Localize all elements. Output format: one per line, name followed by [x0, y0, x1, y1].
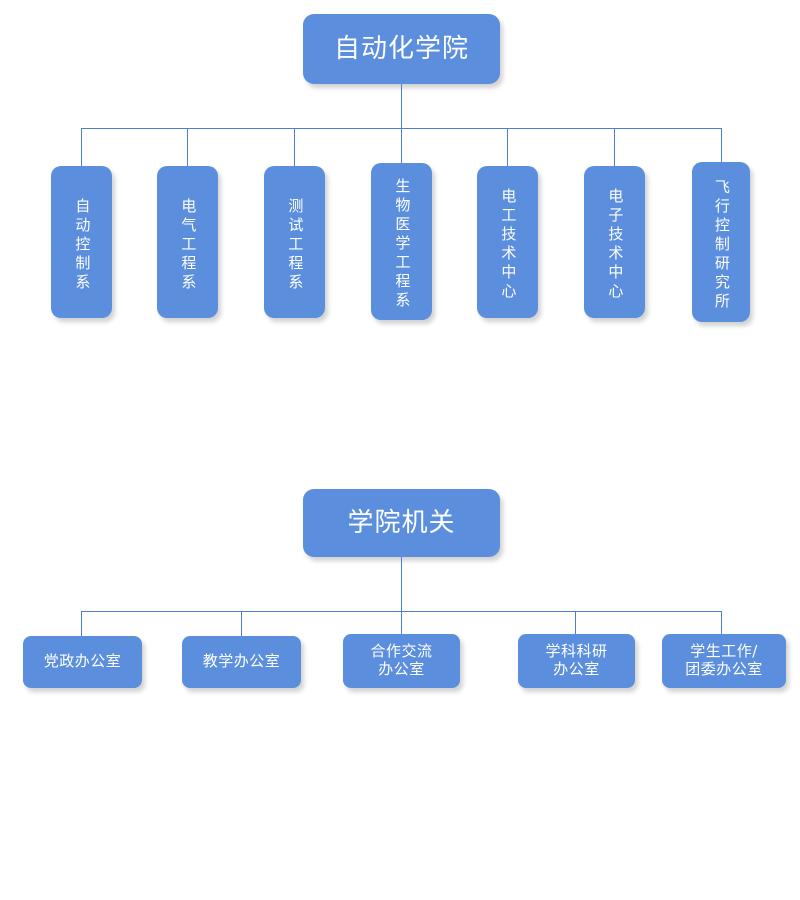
center-node-electrotechnical[interactable]: 电工技术中心: [477, 166, 538, 318]
dept-node-electrical-engineering[interactable]: 电气工程系: [157, 166, 218, 318]
office-node-student-affairs-youth-league[interactable]: 学生工作/ 团委办公室: [662, 634, 786, 688]
connector-drop-academic-2: [187, 128, 188, 166]
connector-drop-academic-4: [401, 128, 402, 163]
office-node-cooperation-exchange[interactable]: 合作交流 办公室: [343, 634, 460, 688]
connector-drop-administrative-4: [575, 611, 576, 634]
root-node-school-of-automation[interactable]: 自动化学院: [303, 14, 500, 84]
dept-node-biomedical-engineering[interactable]: 生物医学工程系: [371, 163, 432, 320]
connector-drop-academic-7: [721, 128, 722, 162]
connector-root-stem-administrative: [401, 557, 402, 612]
connector-drop-administrative-3: [401, 611, 402, 634]
office-node-teaching[interactable]: 教学办公室: [182, 636, 301, 688]
institute-node-flight-control[interactable]: 飞行控制研究所: [692, 162, 750, 322]
connector-drop-academic-5: [507, 128, 508, 166]
connector-drop-academic-3: [294, 128, 295, 166]
connector-drop-administrative-2: [241, 611, 242, 636]
dept-node-automatic-control[interactable]: 自动控制系: [51, 166, 112, 318]
dept-node-measurement-engineering[interactable]: 测试工程系: [264, 166, 325, 318]
connector-root-stem-academic: [401, 84, 402, 129]
connector-drop-academic-1: [81, 128, 82, 166]
connector-drop-administrative-1: [81, 611, 82, 636]
connector-drop-administrative-5: [721, 611, 722, 634]
center-node-electronics[interactable]: 电子技术中心: [584, 166, 645, 318]
connector-drop-academic-6: [614, 128, 615, 166]
office-node-party-government[interactable]: 党政办公室: [23, 636, 142, 688]
office-node-discipline-research[interactable]: 学科科研 办公室: [518, 634, 635, 688]
root-node-college-administration[interactable]: 学院机关: [303, 489, 500, 557]
